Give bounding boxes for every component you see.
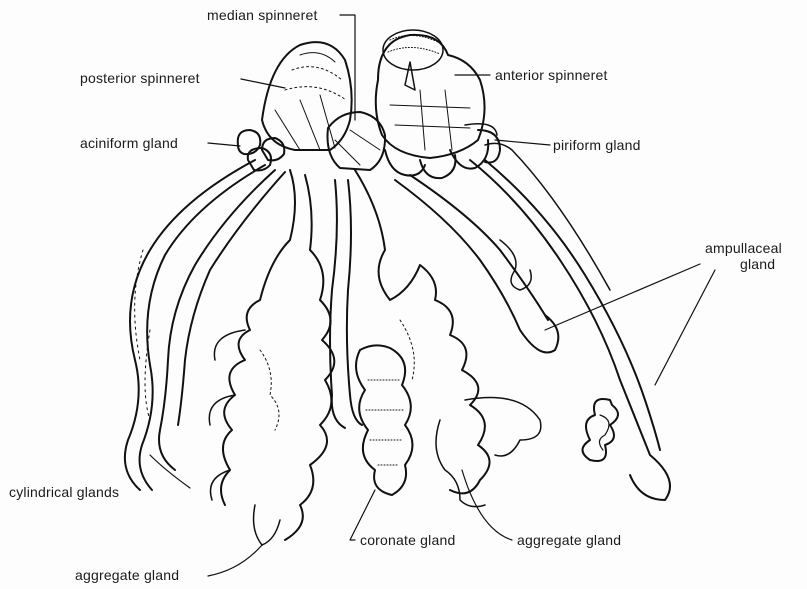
median-spinneret-shape — [328, 112, 386, 170]
coiled-gland-shape — [583, 399, 619, 461]
leader-aggregate-gland-right — [462, 470, 512, 540]
label-aggregate-gland-bottom: aggregate gland — [75, 567, 179, 583]
leader-aciniform-gland — [208, 143, 240, 146]
label-median-spinneret: median spinneret — [207, 7, 318, 23]
label-aciniform-gland: aciniform gland — [80, 135, 178, 151]
leader-cylindrical-glands — [150, 455, 190, 488]
label-ampullaceal-line1: ampullaceal — [705, 240, 782, 256]
posterior-spinneret-shape — [262, 42, 352, 150]
label-anterior-spinneret: anterior spinneret — [495, 67, 608, 83]
label-coronate-gland: coronate gland — [360, 532, 455, 548]
leader-aggregate-gland-bottom — [208, 545, 262, 576]
aggregate-gland-left-shape — [209, 170, 334, 545]
label-piriform-gland: piriform gland — [553, 137, 641, 153]
aciniform-gland-shape — [238, 130, 285, 170]
label-ampullaceal-line2: gland — [740, 256, 775, 272]
label-posterior-spinneret: posterior spinneret — [80, 70, 200, 86]
leader-posterior-spinneret — [241, 79, 285, 88]
leader-ampullaceal-2 — [655, 270, 715, 385]
coronate-gland-shape — [356, 345, 413, 495]
label-cylindrical-glands: cylindrical glands — [9, 484, 119, 500]
cylindrical-glands-shape — [125, 160, 285, 490]
anterior-spinneret-shape — [376, 30, 485, 158]
leader-lines — [150, 15, 715, 576]
aggregate-gland-right-shape — [355, 170, 541, 507]
central-duct-shape — [330, 180, 362, 428]
label-aggregate-gland-right: aggregate gland — [517, 532, 621, 548]
